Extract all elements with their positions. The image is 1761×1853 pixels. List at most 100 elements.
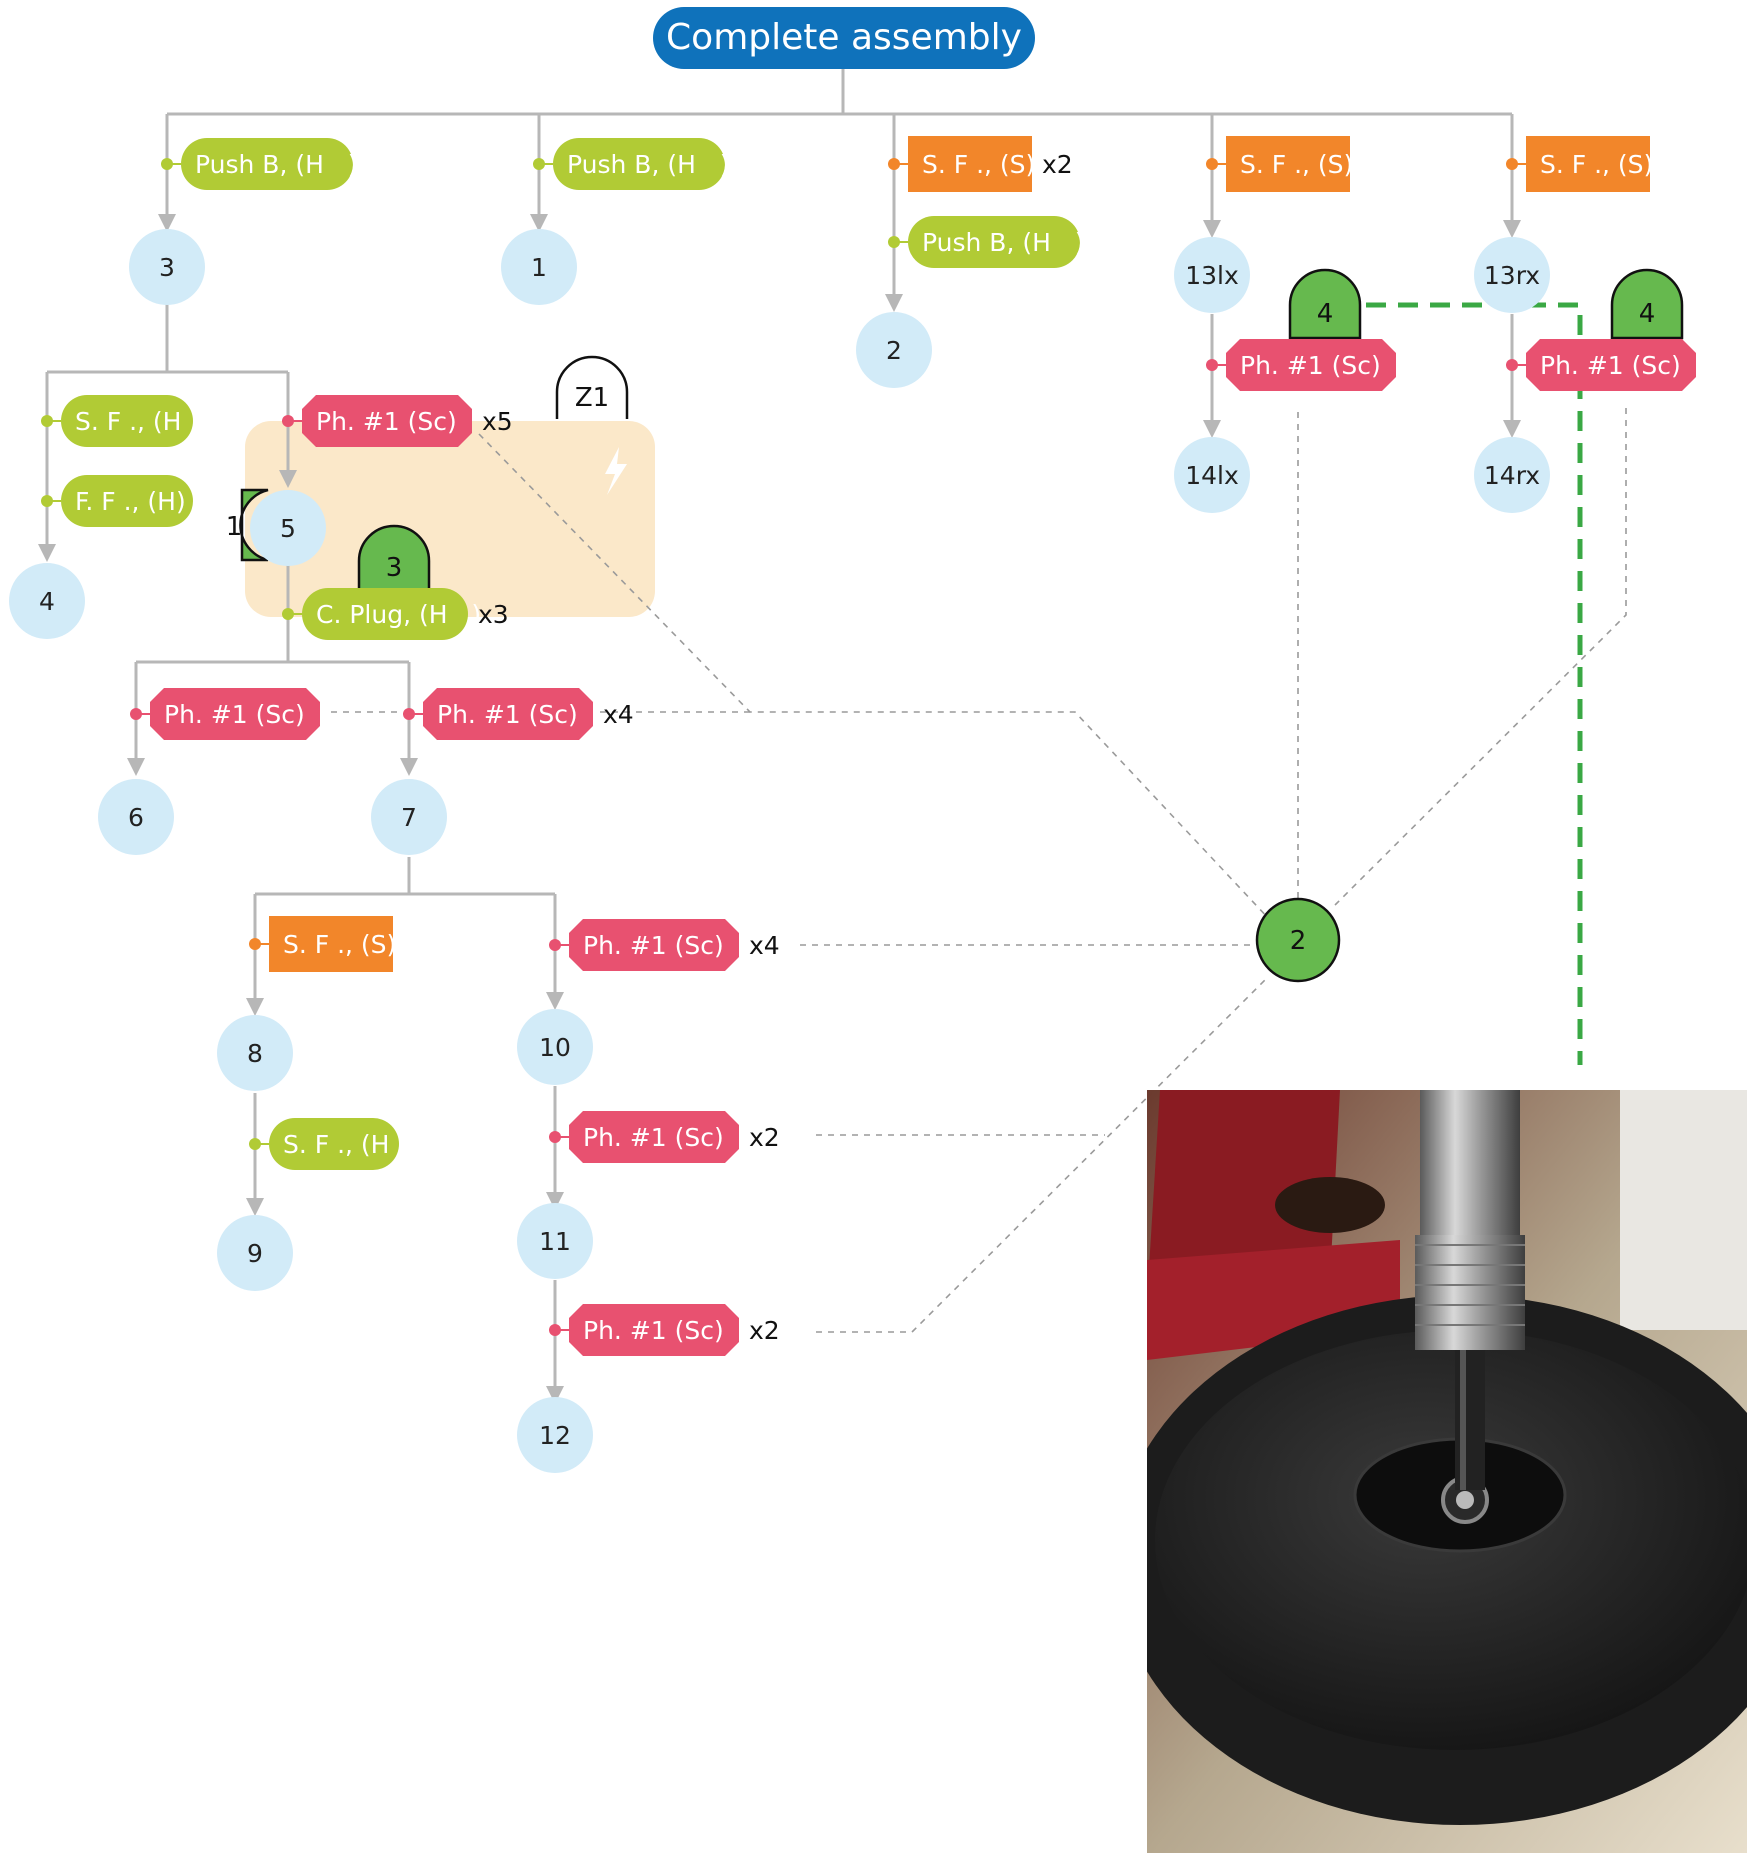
arrow-heads (38, 214, 1521, 1404)
multiplier: x2 (1042, 150, 1073, 179)
dashed-relations (331, 408, 1627, 1333)
label-text: Ph. #1 (Sc) (164, 700, 305, 729)
lightning-icon (605, 447, 627, 495)
label-text: S. F ., (S) (922, 150, 1035, 179)
label-text: Ph. #1 (Sc) (316, 407, 457, 436)
label-text: Ph. #1 (Sc) (583, 931, 724, 960)
node-label: 6 (128, 803, 144, 832)
tool-3: 3 (357, 524, 431, 593)
multiplier: x4 (749, 931, 780, 960)
node-5: 5 (250, 490, 326, 566)
node-13lx: 13lx (1174, 237, 1250, 313)
label-sf-9: S. F ., (H ) (249, 1118, 407, 1170)
node-10: 10 (517, 1009, 593, 1085)
label-text: Push B, (H ) (567, 150, 730, 179)
label-ph-10: Ph. #1 (Sc) x4 (549, 919, 780, 971)
node-label: 10 (539, 1033, 571, 1062)
label-text: Ph. #1 (Sc) (1240, 351, 1381, 380)
label-sf-13rx: S. F ., (S) (1506, 136, 1653, 192)
tool-hub-2: 2 (1255, 897, 1341, 983)
node-11: 11 (517, 1203, 593, 1279)
node-label: 3 (159, 253, 175, 282)
tool-4-right-label: 4 (1639, 299, 1656, 329)
label-text: S. F ., (S) (1240, 150, 1353, 179)
label-sf-x2: S. F ., (S)x2 (888, 136, 1073, 192)
screwdriver-photo (1147, 1090, 1747, 1853)
label-sf-h: S. F ., (H ) (41, 395, 199, 447)
node-label: 13rx (1484, 261, 1540, 290)
node-label: 1 (531, 253, 547, 282)
tool-1-label: 1 (226, 512, 243, 542)
node-12: 12 (517, 1397, 593, 1473)
label-push-3: Push B, (H ) (161, 138, 358, 190)
label-sf-8: S. F ., (S) (249, 916, 396, 972)
node-14lx: 14lx (1174, 437, 1250, 513)
node-2: 2 (856, 312, 932, 388)
node-14rx: 14rx (1474, 437, 1550, 513)
node-label: 14rx (1484, 461, 1540, 490)
label-text: Ph. #1 (Sc) (1540, 351, 1681, 380)
node-label: 4 (39, 587, 55, 616)
node-label: 14lx (1185, 461, 1239, 490)
node-13rx: 13rx (1474, 237, 1550, 313)
label-ff-h: F. F ., (H) (41, 475, 193, 527)
tool-3-label: 3 (386, 553, 403, 583)
node-8: 8 (217, 1015, 293, 1091)
node-3: 3 (129, 229, 205, 305)
label-text: S. F ., (S) (283, 930, 396, 959)
label-cplug: C. Plug, (H )x3 (282, 588, 509, 640)
tool-link-green-dashed (1366, 302, 1583, 1065)
label-push-2: Push B, (H ) (888, 216, 1085, 268)
node-label: 5 (280, 514, 296, 543)
node-4: 4 (9, 563, 85, 639)
hub-label: 2 (1290, 926, 1307, 956)
tool-z1: Z1 (555, 355, 629, 419)
label-text: S. F ., (S) (1540, 150, 1653, 179)
tool-z1-label: Z1 (575, 383, 609, 413)
label-ph-13rx: Ph. #1 (Sc) (1506, 339, 1696, 391)
title-pill: Complete assembly (653, 7, 1035, 69)
label-sf-13lx: S. F ., (S) (1206, 136, 1353, 192)
node-label: 13lx (1185, 261, 1239, 290)
label-layer: Push B, (H )Push B, (H )S. F ., (S)x2Pus… (41, 136, 1696, 1356)
multiplier: x2 (749, 1123, 780, 1152)
label-ph-11: Ph. #1 (Sc) x2 (549, 1111, 780, 1163)
label-ph-7: Ph. #1 (Sc) x4 (403, 688, 634, 740)
label-ph-13lx: Ph. #1 (Sc) (1206, 339, 1396, 391)
page-title: Complete assembly (666, 17, 1022, 58)
node-7: 7 (371, 779, 447, 855)
label-ph-6: Ph. #1 (Sc) (130, 688, 320, 740)
label-push-1: Push B, (H ) (533, 138, 730, 190)
label-ph-12: Ph. #1 (Sc) x2 (549, 1304, 780, 1356)
node-label: 7 (401, 803, 417, 832)
node-label: 8 (247, 1039, 263, 1068)
node-label: 2 (886, 336, 902, 365)
node-6: 6 (98, 779, 174, 855)
tool-4-right: 4 (1610, 268, 1684, 340)
tool-4-left-label: 4 (1317, 299, 1334, 329)
node-9: 9 (217, 1215, 293, 1291)
label-ph-5: Ph. #1 (Sc) x5 (282, 395, 513, 447)
label-text: Push B, (H ) (922, 228, 1085, 257)
node-label: 9 (247, 1239, 263, 1268)
label-text: Ph. #1 (Sc) (583, 1316, 724, 1345)
multiplier: x2 (749, 1316, 780, 1345)
multiplier: x3 (478, 600, 509, 629)
node-label: 11 (539, 1227, 571, 1256)
multiplier: x5 (482, 407, 513, 436)
node-1: 1 (501, 229, 577, 305)
label-text: C. Plug, (H ) (316, 600, 481, 629)
label-text: F. F ., (H) (75, 487, 186, 516)
label-text: Ph. #1 (Sc) (583, 1123, 724, 1152)
label-text: S. F ., (H ) (283, 1130, 407, 1159)
multiplier: x4 (603, 700, 634, 729)
label-text: S. F ., (H ) (75, 407, 199, 436)
label-text: Push B, (H ) (195, 150, 358, 179)
label-text: Ph. #1 (Sc) (437, 700, 578, 729)
tool-1: 1 (226, 488, 269, 562)
tool-4-left: 4 (1288, 268, 1362, 340)
zone-z1-area (245, 421, 655, 617)
node-label: 12 (539, 1421, 571, 1450)
